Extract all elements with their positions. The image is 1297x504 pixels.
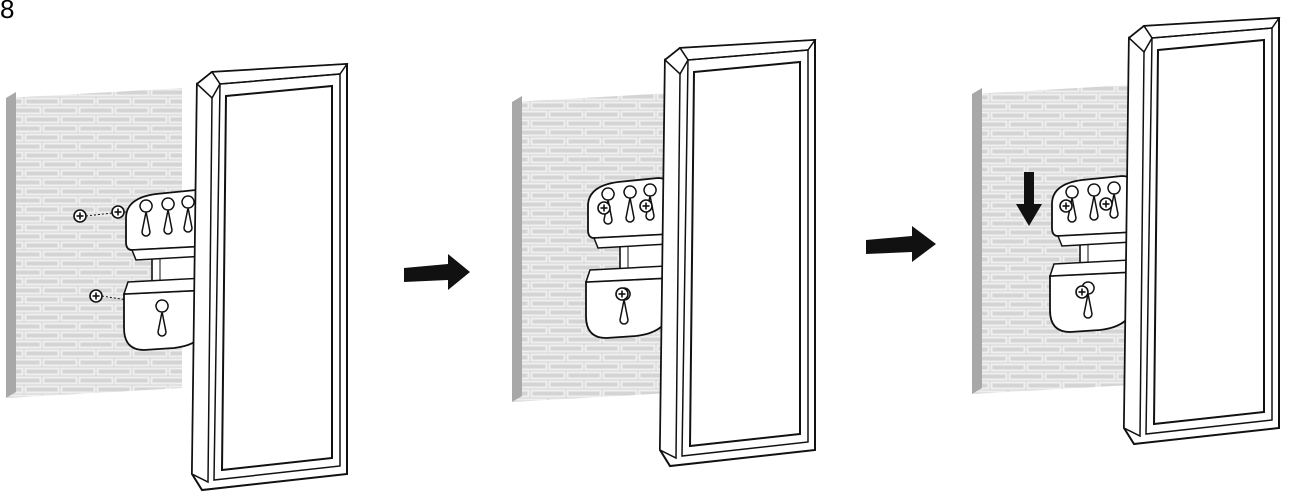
step-1-panel [6,63,348,491]
lower-bracket [1049,259,1135,333]
step-3-panel [972,17,1280,445]
speaker-panel [659,39,816,467]
next-arrow-2 [866,226,936,262]
step-2-panel [512,39,816,467]
step-number-label: 8 [0,0,15,24]
speaker-panel [191,63,348,491]
next-arrow-1 [404,254,470,290]
lower-bracket [585,265,671,339]
down-arrow-icon [1016,172,1042,226]
speaker-panel [1123,17,1280,445]
